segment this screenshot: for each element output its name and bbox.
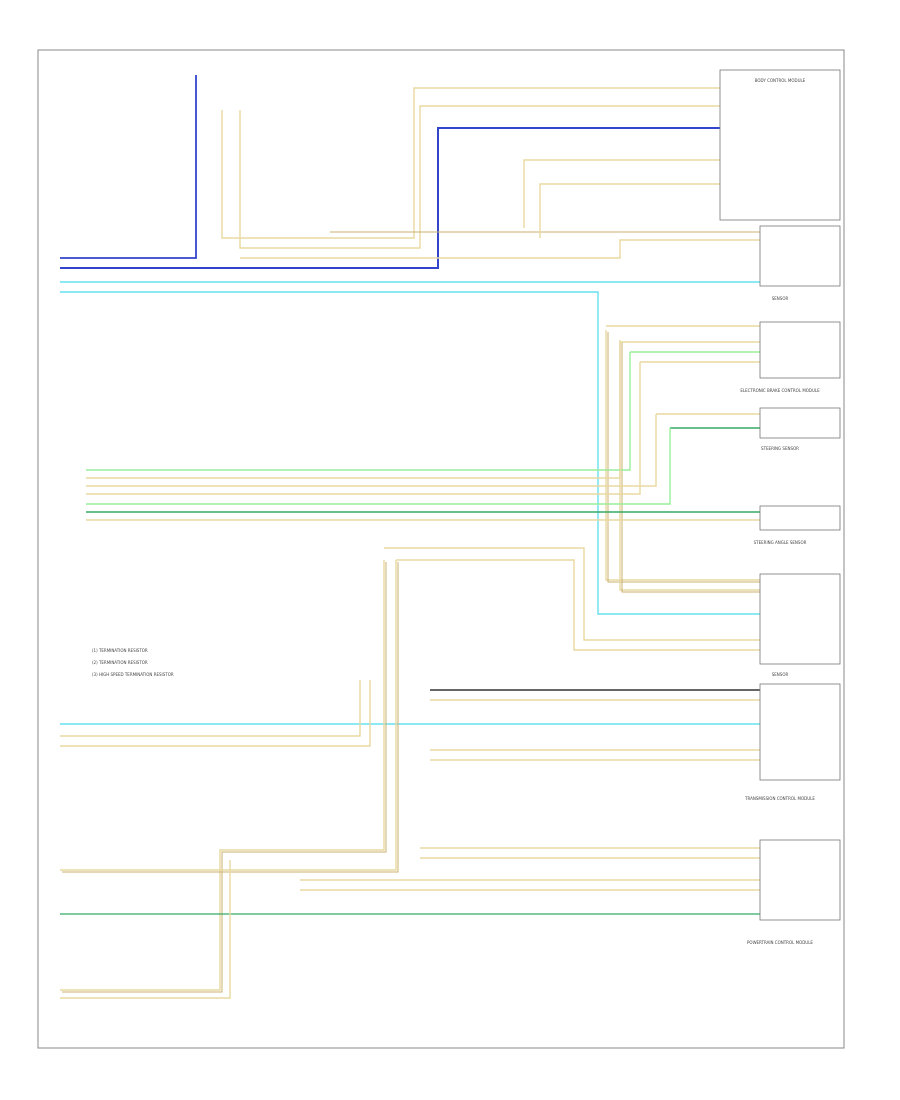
pair-mid-1-a (605, 330, 760, 581)
component-label-right-module-4: STEERING ANGLE SENSOR (754, 540, 807, 545)
component-label-right-module-6: TRANSMISSION CONTROL MODULE (744, 796, 815, 801)
wire-dark-blue-1 (60, 75, 197, 259)
pair-center-1-a (60, 560, 385, 991)
component-group (719, 69, 841, 921)
wire-green-left-1 (86, 352, 631, 471)
wire-tan-center-7 (60, 680, 371, 747)
wire-dark-blue-2 (60, 127, 720, 269)
component-label-right-module-2: ELECTRONIC BRAKE CONTROL MODULE (740, 388, 820, 393)
pair-center-2-b (62, 562, 399, 873)
wire-tan-center-2 (396, 559, 760, 651)
wire-tan-center-1 (384, 547, 760, 641)
pair-mid-2-a (619, 340, 760, 591)
wire-tan-left-2 (86, 414, 657, 487)
component-label-right-module-1: SENSOR (772, 296, 789, 301)
component-label-right-module-3: STEERING SENSOR (761, 446, 799, 451)
wire-tan-top-2 (239, 105, 720, 249)
component-label-top-module: BODY CONTROL MODULE (755, 78, 806, 83)
label-group: BODY CONTROL MODULE SENSOR ELECTRONIC BRAK… (92, 78, 820, 945)
wire-group (60, 75, 762, 999)
pair-center-2-a (60, 560, 397, 871)
component-top-module (719, 69, 841, 221)
wire-tan-top-1 (221, 87, 720, 239)
component-right-module-3 (759, 407, 841, 439)
pair-mid-1-b (607, 332, 762, 583)
diagram-frame (37, 49, 845, 1049)
wire-light-blue-2 (60, 291, 760, 615)
component-right-module-6 (759, 683, 841, 781)
component-label-right-module-5: SENSOR (772, 672, 789, 677)
component-right-module-2 (759, 321, 841, 379)
legend-item-3: (3) HIGH SPEED TERMINATION RESISTOR (92, 672, 174, 677)
pair-center-1-b (62, 562, 387, 993)
component-right-module-1 (759, 225, 841, 287)
wire-tan-top-3 (240, 239, 760, 259)
wire-tan-low-5 (60, 860, 231, 999)
wire-green-left-2 (86, 428, 671, 505)
legend-item-1: (1) TERMINATION RESISTOR (92, 648, 148, 653)
wire-tan-top-6 (539, 183, 720, 238)
wire-tan-center-6 (60, 680, 361, 737)
pair-mid-2-b (621, 342, 762, 593)
wire-tan-top-5 (523, 159, 720, 228)
component-right-module-4 (759, 505, 841, 531)
component-right-module-7 (759, 839, 841, 921)
legend-item-2: (2) TERMINATION RESISTOR (92, 660, 148, 665)
component-right-module-5 (759, 573, 841, 665)
component-label-right-module-7: POWERTRAIN CONTROL MODULE (747, 940, 813, 945)
wire-tan-left-3 (86, 362, 641, 495)
wire-tan-left-1 (86, 342, 621, 479)
